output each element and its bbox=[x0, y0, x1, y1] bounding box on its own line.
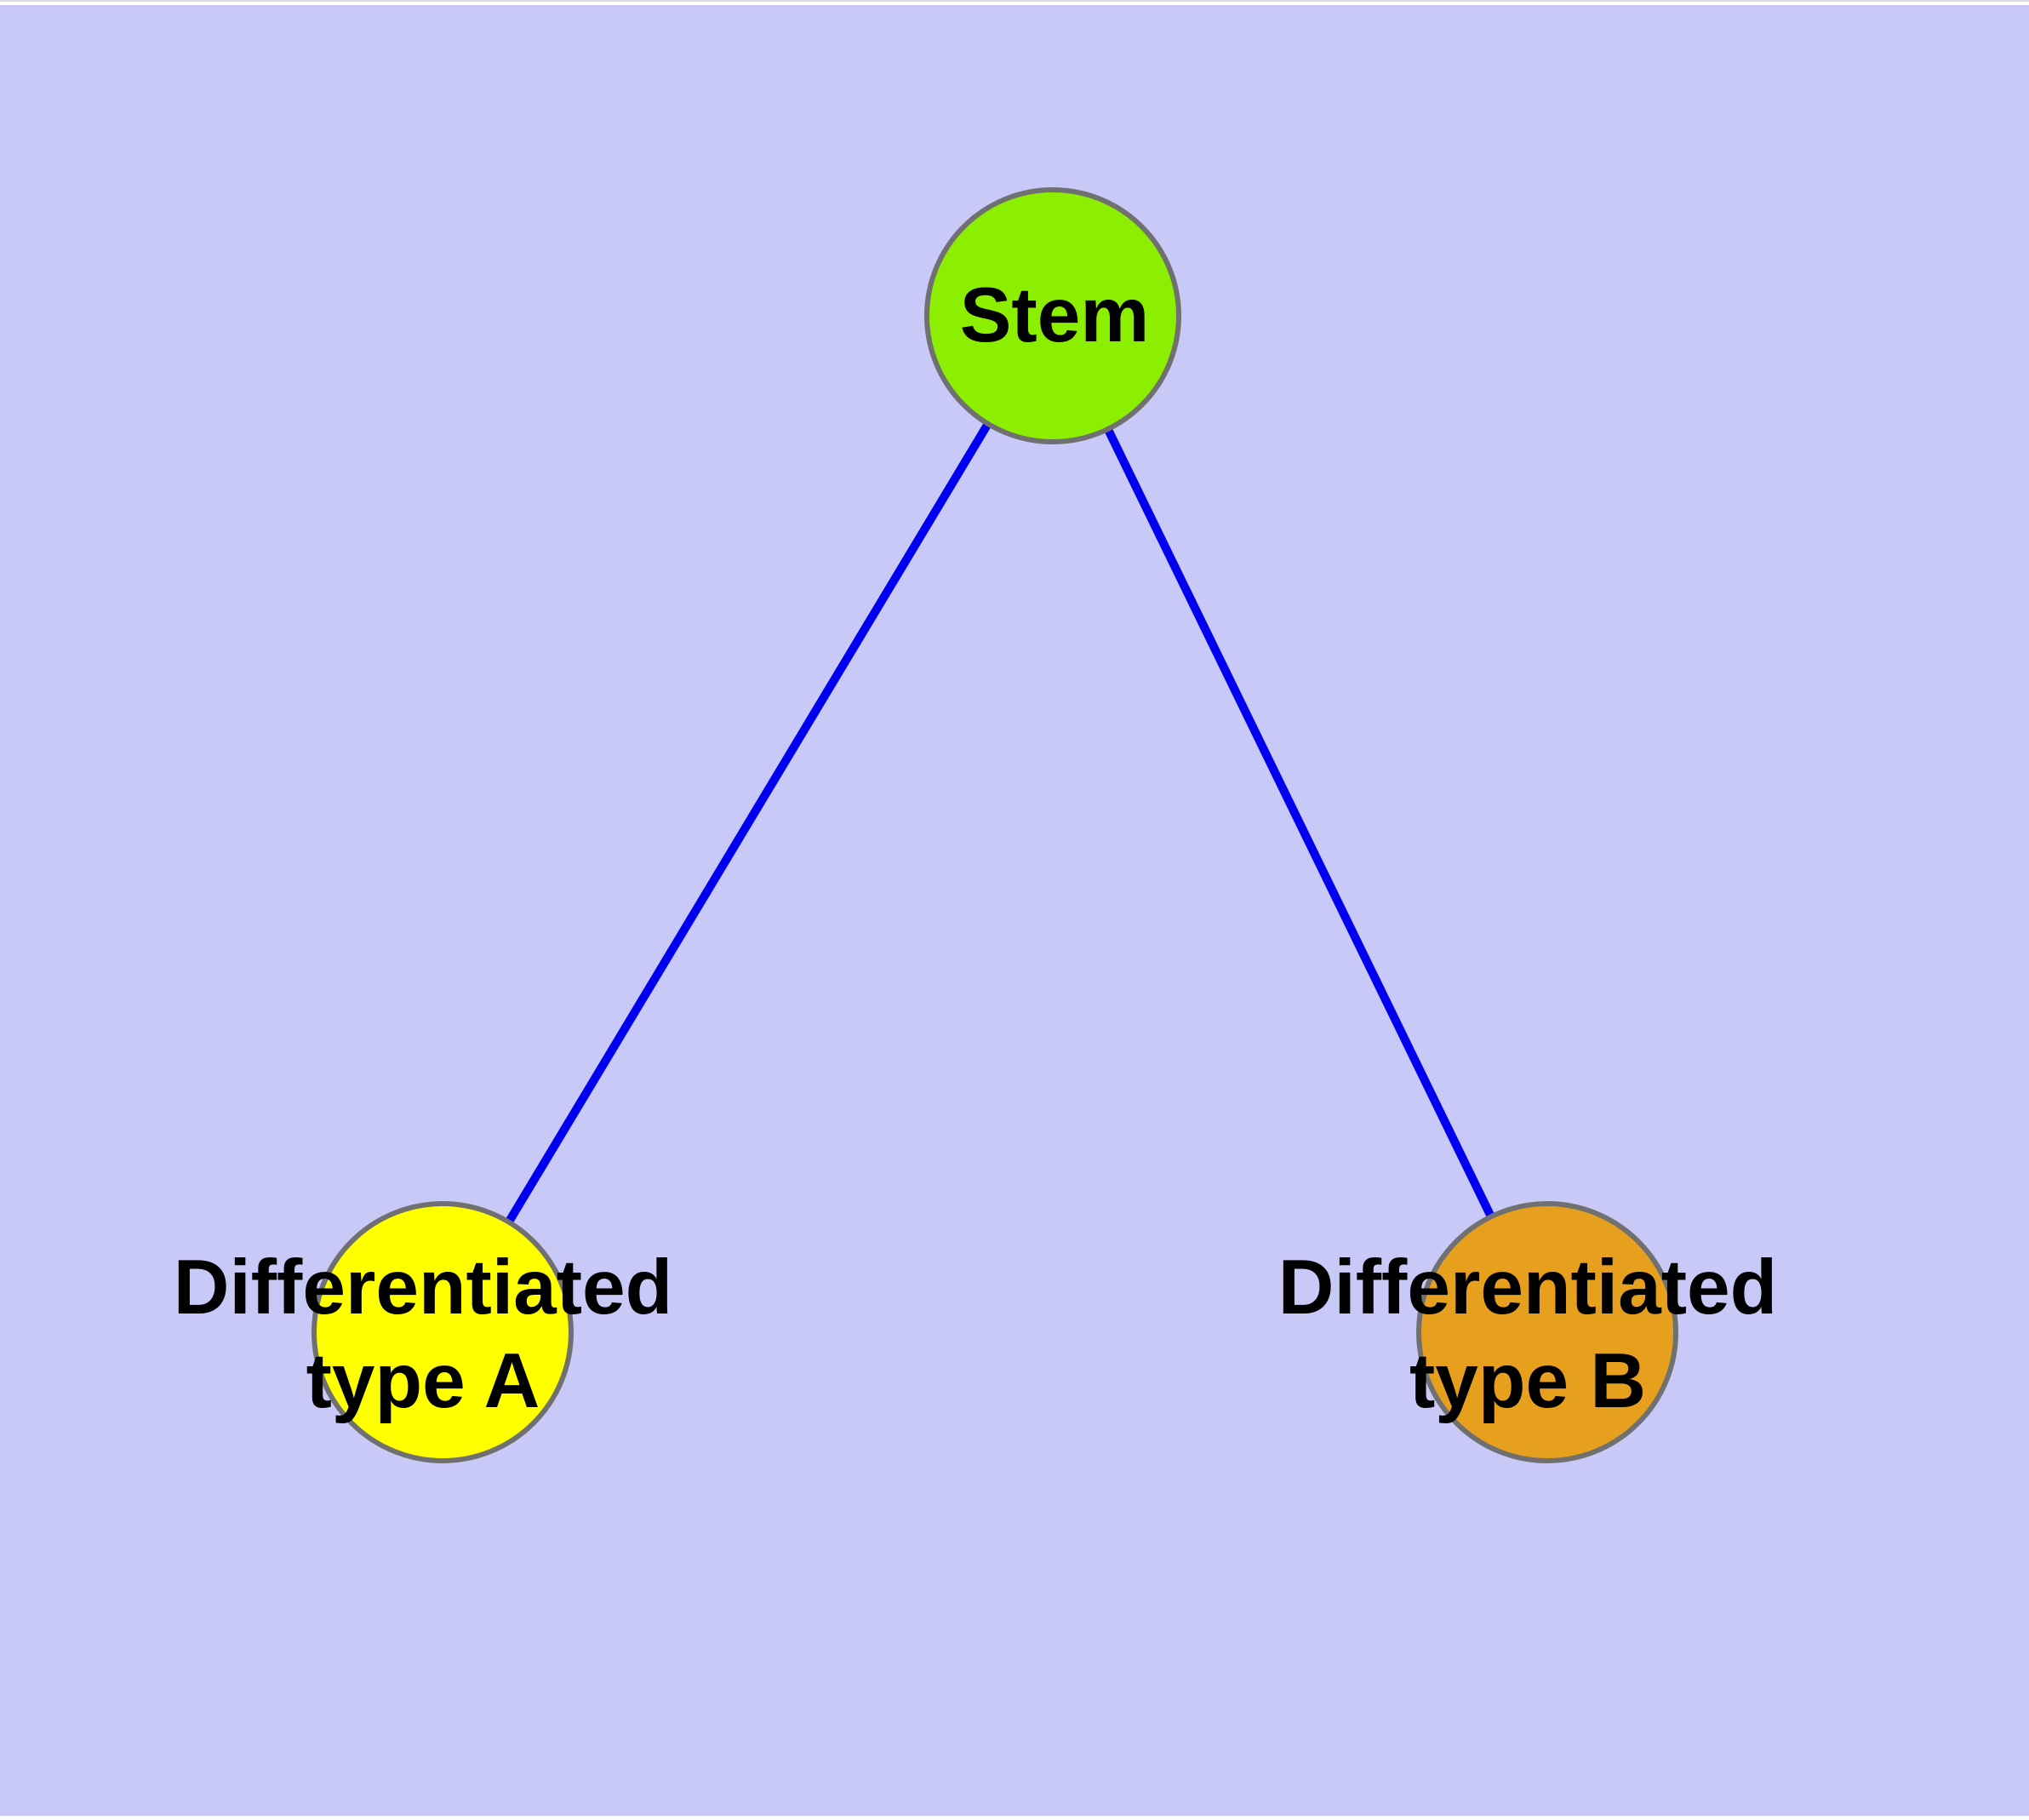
node-stem bbox=[924, 187, 1181, 444]
node-differentiated-type-a bbox=[311, 1201, 574, 1463]
node-label-type-a-line2: type A bbox=[306, 1338, 540, 1424]
node-label-type-b-line1: Differentiated bbox=[1277, 1245, 1778, 1331]
node-label-type-b-line2: type B bbox=[1409, 1338, 1647, 1424]
edge-stem-to-type-a bbox=[438, 313, 1057, 1335]
node-label-differentiated-type-a: Differentiated type A bbox=[174, 1241, 673, 1428]
node-label-type-a-line1: Differentiated bbox=[173, 1245, 673, 1331]
node-label-differentiated-type-b: Differentiated type B bbox=[1278, 1241, 1778, 1428]
node-label-stem: Stem bbox=[960, 269, 1150, 363]
window-edge-line bbox=[0, 0, 2029, 2]
node-differentiated-type-b bbox=[1416, 1201, 1678, 1463]
node-label-stem-text: Stem bbox=[959, 272, 1150, 358]
edge-stem-to-type-b bbox=[1049, 313, 1552, 1335]
